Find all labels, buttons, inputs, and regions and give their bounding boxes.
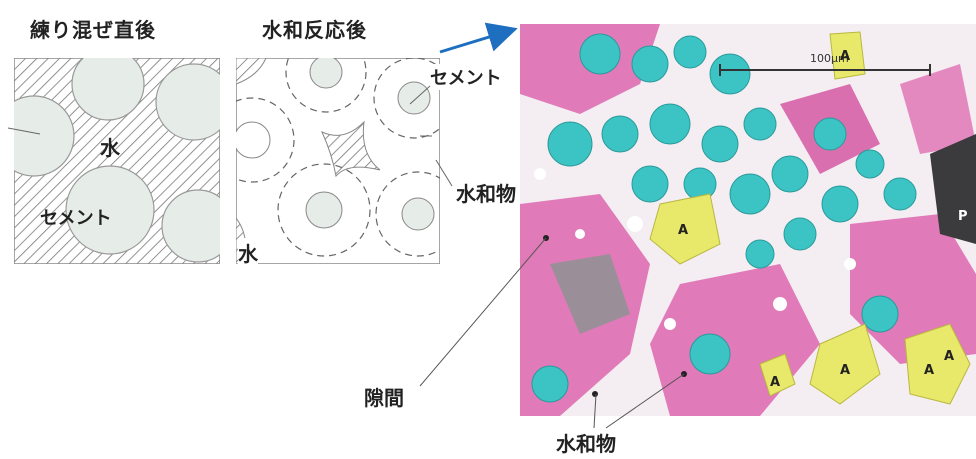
grain-letter: A [840, 49, 850, 64]
grain-letter: A [944, 349, 954, 364]
cement-particle [65, 165, 155, 255]
cement-core [309, 58, 343, 89]
label-gap: 隙間 [364, 386, 404, 410]
cement-core [236, 121, 271, 159]
hydrate-shell [277, 163, 371, 257]
label-hydrate-micro: 水和物 [556, 432, 616, 456]
cement-particle [161, 189, 220, 263]
label-cement-before: セメント [40, 208, 112, 229]
grain-letter: A [678, 223, 688, 238]
label-water-before: 水 [100, 136, 120, 160]
water-pocket [236, 58, 267, 85]
cement-particle [14, 95, 75, 177]
micrograph-image: 100μm A A A A A P A [520, 24, 976, 416]
label-water-after: 水 [238, 238, 258, 267]
grain-letter: A [770, 375, 780, 390]
grain-letter: P [958, 209, 968, 224]
cement-core [305, 191, 343, 229]
hydrate-shell [373, 58, 440, 139]
cement-particle [71, 58, 145, 121]
hydration-diagram [236, 58, 440, 264]
blue-arrow [439, 22, 518, 54]
label-cement-after: セメント [430, 64, 502, 90]
grain-letter: A [924, 363, 934, 378]
hydrate-shell [285, 58, 367, 113]
hydrate-shell [375, 171, 440, 257]
panel-after-hydration [236, 58, 440, 264]
micrograph: 100μm A A A A A P A [520, 24, 976, 416]
cement-particle [155, 63, 220, 141]
scale-label: 100μm [810, 52, 849, 65]
title-after-mixing: 練り混ぜ直後 [30, 18, 156, 42]
mixing-diagram [14, 58, 220, 264]
hydrate-shell [236, 97, 295, 183]
cement-core [397, 81, 431, 115]
label-hydrate-after: 水和物 [456, 182, 516, 206]
panel-after-mixing [14, 58, 220, 264]
grain-letter: A [840, 363, 850, 378]
cement-core [401, 197, 435, 231]
water-pocket [320, 120, 381, 178]
title-after-hydration: 水和反応後 [262, 18, 367, 42]
